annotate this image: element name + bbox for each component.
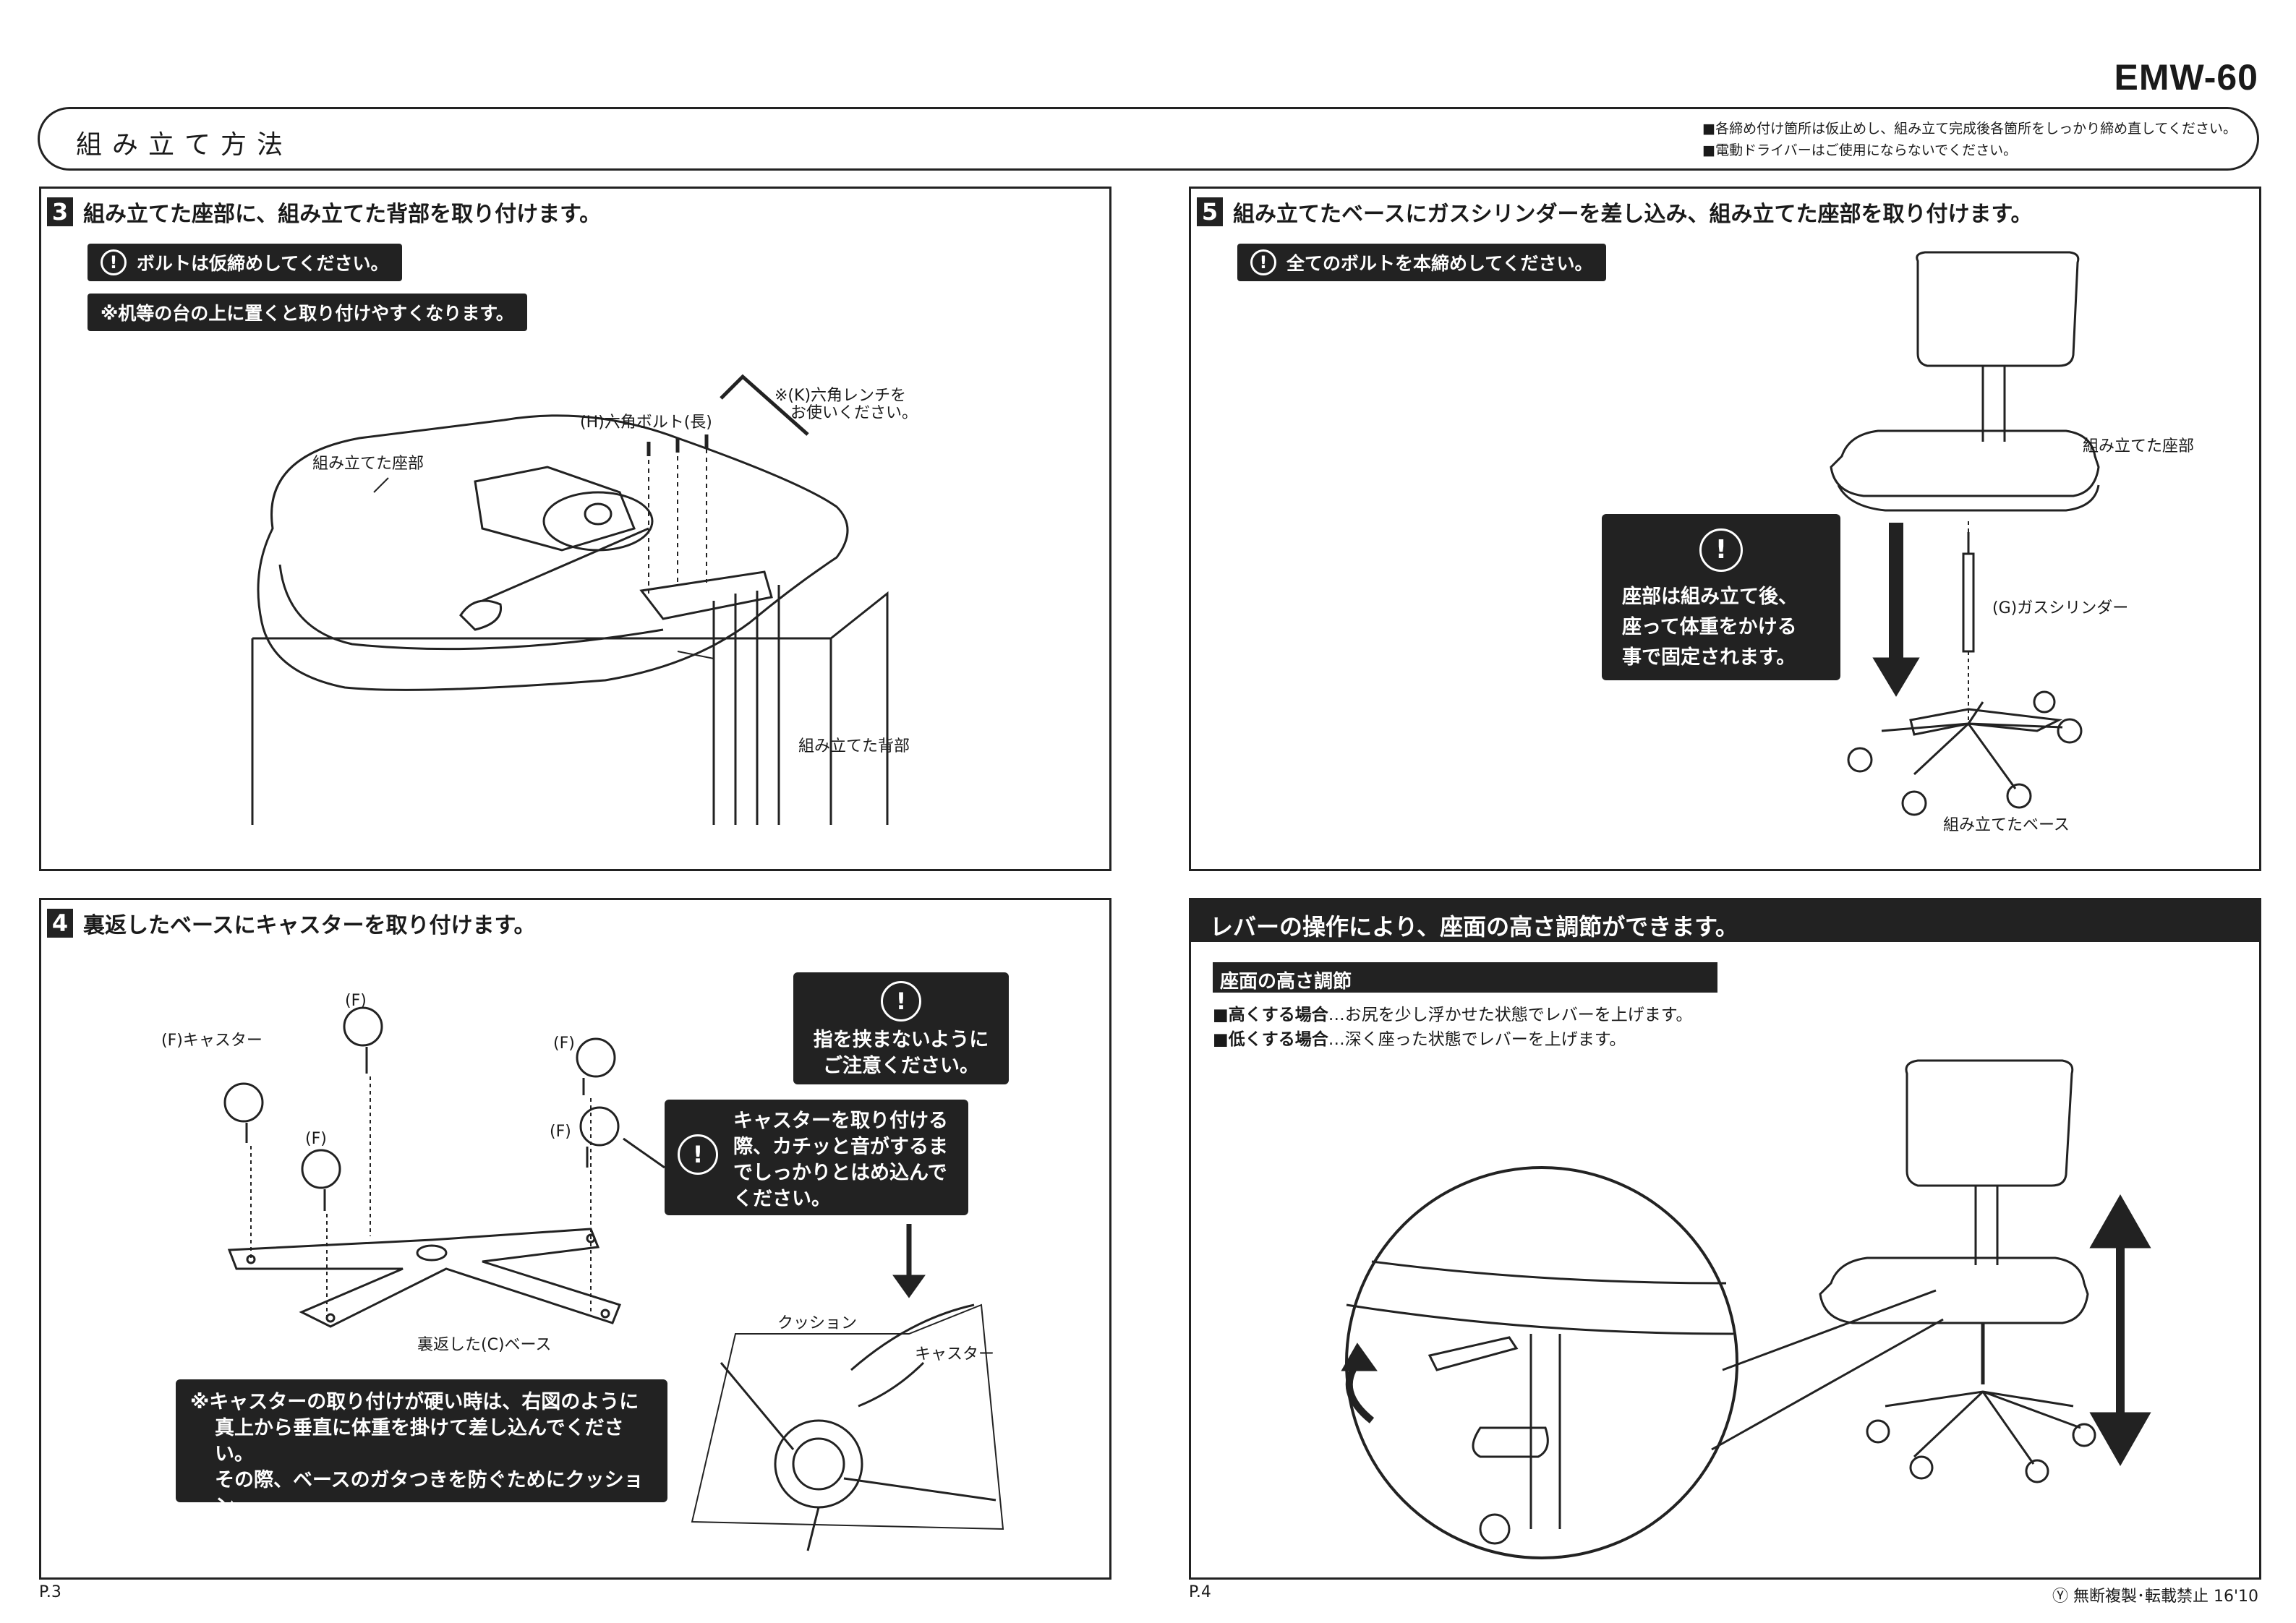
- label-f: (F): [345, 992, 367, 1010]
- step-title: 組み立てたベースにガスシリンダーを差し込み、組み立てた座部を取り付けます。: [1233, 202, 2033, 227]
- step6-title: レバーの操作により、座面の高さ調節ができます。: [1191, 900, 2259, 942]
- exclamation-icon: !: [678, 1134, 718, 1175]
- caution-line: ご注意ください。: [823, 1055, 979, 1077]
- step3-panel: 3 組み立てた座部に、組み立てた背部を取り付けます。 ! ボルトは仮締めしてくだ…: [39, 187, 1111, 871]
- note-text: ※机等の台の上に置くと取り付けやすくなります。: [101, 303, 514, 324]
- label-f: (F): [305, 1130, 327, 1148]
- label-cylinder: (G)ガスシリンダー: [1992, 599, 2129, 617]
- tip-line: キャスターを取り付ける: [733, 1110, 948, 1132]
- label-seat: 組み立てた座部: [2083, 437, 2195, 455]
- note-text: 全てのボルトを本締めしてください。: [1286, 253, 1593, 274]
- step6-panel: レバーの操作により、座面の高さ調節ができます。 座面の高さ調節 ■高くする場合……: [1189, 898, 2261, 1580]
- hint-line: ※キャスターの取り付けが硬い時は、右図のように: [190, 1391, 639, 1413]
- step-title: 裏返したベースにキャスターを取り付けます。: [83, 913, 536, 938]
- step4-illustration: [223, 1006, 1004, 1551]
- label-bolt: (H)六角ボルト(長): [580, 414, 712, 432]
- step4-hint-box: ※キャスターの取り付けが硬い時は、右図のように 真上から垂直に体重を掛けて差し込…: [176, 1379, 667, 1543]
- header-notes: ■各締め付け箇所は仮止めし、組み立て完成後各箇所をしっかり締め直してください。 …: [1702, 118, 2237, 161]
- label-base: 組み立てたベース: [1943, 816, 2070, 834]
- copyright: Ⓨ 無断複製･転載禁止 16'10: [2052, 1588, 2258, 1606]
- step5-heading: 5 組み立てたベースにガスシリンダーを差し込み、組み立てた座部を取り付けます。: [1197, 196, 2033, 228]
- label-seat: 組み立てた座部: [312, 455, 424, 473]
- label-wrench-2: お使いください。: [790, 404, 918, 422]
- step-number: 3: [47, 197, 73, 226]
- label-f: (F): [553, 1035, 575, 1053]
- hint-line: 真上から垂直に体重を掛けて差し込んでください。: [215, 1417, 624, 1465]
- step5-warning-box: ! 座部は組み立て後、 座って体重をかける 事で固定されます。: [1602, 514, 1840, 680]
- hint-line: その際、ベースのガタつきを防ぐためにクッショ ン: [215, 1469, 644, 1517]
- instruction-head: ■高くする場合: [1213, 1006, 1328, 1024]
- step6-subtitle: 座面の高さ調節: [1213, 962, 1717, 993]
- label-caster: (F)キャスター: [161, 1032, 263, 1050]
- warning-line: 事で固定されます。: [1622, 646, 1796, 669]
- hint-line: 等を下に敷いてください。: [215, 1521, 448, 1543]
- label-f: (F): [550, 1123, 571, 1141]
- step5-note-bolt: ! 全てのボルトを本締めしてください。: [1237, 244, 1606, 281]
- step-number: 5: [1197, 197, 1223, 226]
- label-caster: キャスター: [915, 1345, 995, 1363]
- warning-line: 座って体重をかける: [1622, 616, 1797, 638]
- instruction-head: ■低くする場合: [1213, 1030, 1328, 1049]
- exclamation-icon: !: [101, 249, 127, 275]
- step4-caution-box: ! 指を挟まないように ご注意ください。: [793, 972, 1009, 1084]
- label-base: 裏返した(C)ベース: [417, 1336, 552, 1354]
- step5-illustration: [1830, 251, 2100, 816]
- tip-line: ください。: [733, 1188, 831, 1210]
- step4-tip-box: ! キャスターを取り付ける 際、カチッと音がするま でしっかりとはめ込んで くだ…: [665, 1100, 968, 1215]
- page-title: 組み立て方法: [76, 130, 294, 160]
- note-text: ボルトは仮締めしてください。: [137, 253, 389, 274]
- step-number: 4: [47, 909, 73, 938]
- step3-note-bolt: ! ボルトは仮締めしてください。: [88, 244, 402, 281]
- step4-panel: 4 裏返したベースにキャスターを取り付けます。 ! 指を挟まないように ご注意く…: [39, 898, 1111, 1580]
- step5-panel: 5 組み立てたベースにガスシリンダーを差し込み、組み立てた座部を取り付けます。 …: [1189, 187, 2261, 871]
- exclamation-icon: !: [1250, 249, 1276, 275]
- model-number: EMW-60: [2114, 57, 2258, 98]
- header-bar: 組み立て方法 ■各締め付け箇所は仮止めし、組み立て完成後各箇所をしっかり締め直し…: [38, 107, 2259, 171]
- exclamation-icon: !: [881, 981, 921, 1022]
- label-wrench: ※(K)六角レンチを: [774, 387, 907, 405]
- caution-line: 指を挟まないように: [813, 1029, 989, 1051]
- step-title: 組み立てた座部に、組み立てた背部を取り付けます。: [83, 202, 602, 227]
- header-note: ■電動ドライバーはご使用にならないでください。: [1702, 142, 2018, 158]
- label-back: 組み立てた背部: [798, 737, 910, 755]
- tip-line: 際、カチッと音がするま: [733, 1136, 948, 1158]
- instruction-body: …深く座った状態でレバーを上げます。: [1328, 1030, 1626, 1049]
- exclamation-icon: !: [1699, 528, 1743, 572]
- step3-illustration: [251, 374, 889, 825]
- warning-line: 座部は組み立て後、: [1622, 586, 1798, 608]
- tip-line: でしっかりとはめ込んで: [733, 1162, 947, 1184]
- instruction-body: …お尻を少し浮かせた状態でレバーを上げます。: [1328, 1006, 1693, 1024]
- step6-instructions: ■高くする場合…お尻を少し浮かせた状態でレバーを上げます。 ■低くする場合…深く…: [1213, 1003, 1692, 1052]
- label-cushion: クッション: [777, 1314, 858, 1332]
- step4-heading: 4 裏返したベースにキャスターを取り付けます。: [47, 907, 536, 939]
- step3-heading: 3 組み立てた座部に、組み立てた背部を取り付けます。: [47, 196, 601, 228]
- step3-note-table: ※机等の台の上に置くと取り付けやすくなります。: [88, 294, 527, 331]
- page-number-left: P.3: [39, 1583, 61, 1601]
- header-note: ■各締め付け箇所は仮止めし、組み立て完成後各箇所をしっかり締め直してください。: [1702, 121, 2237, 137]
- step6-illustration: [1341, 1059, 2151, 1559]
- page-number-right: P.4: [1189, 1583, 1211, 1601]
